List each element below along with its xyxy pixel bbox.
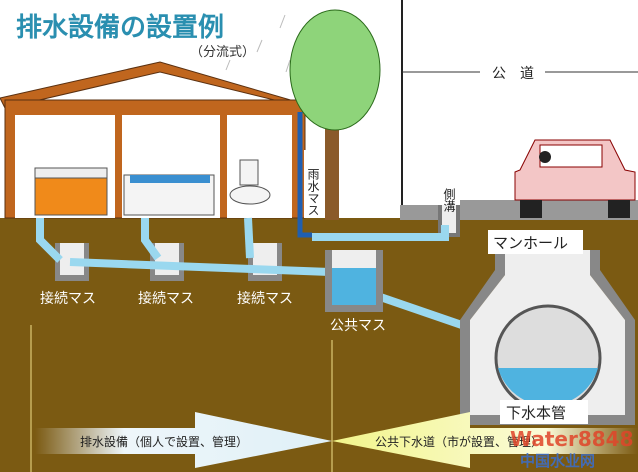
private-arrow <box>35 412 332 468</box>
tree <box>289 9 381 131</box>
watermark-logo: Water8848 <box>510 427 634 451</box>
road-label: 公 道 <box>492 66 534 82</box>
car <box>514 139 636 218</box>
road-surface <box>460 200 638 220</box>
toilet <box>239 159 259 186</box>
gutter-label: 側溝 <box>442 188 456 213</box>
rain <box>225 14 291 73</box>
manhole-label: マンホール <box>493 234 568 252</box>
sidewalk <box>400 205 438 220</box>
connection-basin-label-3: 接続マス <box>237 290 293 307</box>
tree-trunk <box>325 110 339 220</box>
connection-basin-label-1: 接続マス <box>40 290 96 307</box>
public-arrow-label: 公共下水道（市が設置、管理） <box>375 434 543 449</box>
downspout <box>297 112 312 238</box>
main-sewer-label: 下水本管 <box>506 404 566 422</box>
public-basin-label: 公共マス <box>330 318 386 334</box>
private-arrow-label: 排水設備（個人で設置、管理） <box>80 434 248 449</box>
watermark-text: 中国水业网 <box>520 452 595 470</box>
rain-basin-label: 雨水マス <box>306 168 320 216</box>
page-title: 排水設備の設置例 <box>16 12 224 43</box>
subtitle: （分流式） <box>190 45 255 60</box>
connection-basin-label-2: 接続マス <box>138 290 194 307</box>
public-arrow <box>332 412 638 468</box>
